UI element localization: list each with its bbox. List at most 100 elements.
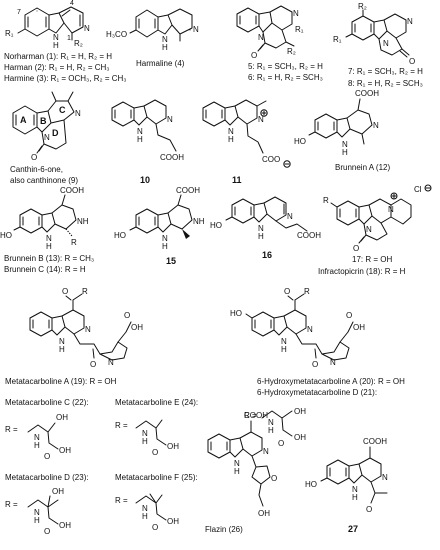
rgroup-metatacarboline-f: Metatacarboline F (25): R = N H O OH <box>115 473 198 532</box>
atom-r1: R₁ <box>295 25 304 34</box>
atom-o: O <box>353 244 359 253</box>
group-cooh: COOH <box>355 89 379 98</box>
atom-n-plus: N <box>388 205 394 214</box>
atom-ho: HO <box>294 137 306 146</box>
atom-nh: NH <box>193 217 205 226</box>
atom-n-b: N <box>366 225 372 234</box>
atom-ho: HO <box>230 309 242 318</box>
atom-h9: H <box>162 242 168 251</box>
atom-ho: HO <box>114 231 126 240</box>
atom-n-b: N <box>44 133 50 142</box>
caption-17: 17: R = OH <box>352 255 392 264</box>
atom-o-acid: O <box>124 311 130 320</box>
atom-n-pro: N <box>108 358 114 367</box>
caption-6: 6: R₁ = H, R₂ = SCH₃ <box>248 73 323 82</box>
atom-n-ring: N <box>373 121 379 130</box>
structure-7-8: R₂ R₁ N N O 7: R₁ = SCH₃, R₂ = H 8: R₁ =… <box>333 2 423 88</box>
atom-n: N <box>268 418 274 427</box>
caption-metatacarboline-d: Metatacarboline D (23): <box>5 473 89 482</box>
atom-ho: HO <box>305 480 317 489</box>
group-cooh: COOH <box>244 411 268 420</box>
atom-n2: N <box>193 25 199 34</box>
structure-brunnein-b-c: COOH NH HO N H R Brunnein B (13): R = CH… <box>0 186 94 274</box>
atom-n-ring: N <box>263 447 269 456</box>
rgroup-metatacarboline-e: Metatacarboline E (24): R = N H O OH <box>115 398 198 457</box>
atom-n-a: N <box>75 109 81 118</box>
structure-15: COOH NH HO N H 15 <box>114 186 205 266</box>
atom-cl: Cl <box>414 185 422 194</box>
atom-n9: N <box>162 234 168 243</box>
structure-metatacarboline-a: O R N N H O OH N O Metatacarboline A (19… <box>5 287 143 386</box>
minus-charge <box>424 184 432 192</box>
atom-oh: OH <box>258 509 270 518</box>
group-coo: COO <box>262 155 280 164</box>
atom-n: N <box>34 433 40 442</box>
caption-brunnein-c: Brunnein C (14): R = H <box>4 265 86 274</box>
atom-h9: H <box>342 148 348 157</box>
caption-canthinone-2: also canthinone (9) <box>10 176 78 185</box>
caption-8: 8: R₁ = H, R₂ = SCH₃ <box>348 79 423 88</box>
atom-o: O <box>366 505 372 514</box>
group-cooh: COOH <box>160 153 184 162</box>
caption-5: 5: R₁ = SCH₃, R₂ = H <box>248 62 323 71</box>
atom-n9: N <box>59 337 65 346</box>
caption-10: 10 <box>140 175 150 185</box>
caption-metatacarboline-f: Metatacarboline F (25): <box>115 473 198 482</box>
atom-oh: OH <box>294 433 306 442</box>
atom-n9: N <box>258 224 264 233</box>
atom-o: O <box>31 153 37 162</box>
caption-brunnein-b: Brunnein B (13): R = CH₃ <box>4 254 94 263</box>
structure-flazin: COOH N N H O OH Flazin (26) <box>205 411 277 534</box>
minus-charge <box>283 160 291 168</box>
atom-r2: R₂ <box>358 2 367 11</box>
atom-o: O <box>251 51 257 60</box>
label-r-equals: R = <box>115 421 128 430</box>
atom-n9: N <box>53 33 59 42</box>
label-r-equals: R = <box>5 500 18 509</box>
caption-harmaline: Harmaline (4) <box>136 59 185 68</box>
atom-n-a: N <box>407 17 413 26</box>
atom-r: R <box>82 287 88 296</box>
caption-harman: Harman (2): R₁ = H, R₂ = CH₃ <box>4 63 110 72</box>
atom-n9: N <box>342 140 348 149</box>
atom-n-pro: N <box>330 358 336 367</box>
atom-h9: H <box>59 345 65 354</box>
atom-o: O <box>152 523 158 532</box>
atom-n9: N <box>228 127 234 136</box>
plus-charge <box>260 109 268 117</box>
atom-h9: H <box>281 345 287 354</box>
atom-oh-side: OH <box>56 413 68 422</box>
atom-r: R <box>71 238 77 247</box>
plus-charge <box>390 192 398 200</box>
ring-b: B <box>40 116 47 126</box>
rgroup-6-hydroxymetatacarboline-d: R = N H OH O OH <box>244 407 306 448</box>
atom-o-furan: O <box>271 474 277 483</box>
caption-metatacarboline-e: Metatacarboline E (24): <box>115 398 198 407</box>
structure-canthinone: A B C D N N O Canthin-6-one, also canthi… <box>10 91 81 185</box>
structure-5-6: N N O R₁ R₂ 5: R₁ = SCH₃, R₂ = H 6: R₁ =… <box>236 5 323 82</box>
atom-o-amide: O <box>90 360 96 369</box>
atom-o-ketone: O <box>284 287 290 296</box>
structure-16: N HO N H COOH 16 <box>210 196 321 260</box>
structure-norharman: R₁ N H N R₂ 7 4 1 Norharman (1): R₁ = H,… <box>4 0 127 83</box>
group-cooh: COOH <box>60 186 84 195</box>
wedge-bond <box>182 229 190 239</box>
atom-ho: HO <box>210 221 222 230</box>
atom-h3co: H₃CO <box>106 30 127 39</box>
atom-o: O <box>409 57 415 66</box>
locant-1: 1 <box>67 35 71 42</box>
atom-n-ring: N <box>287 212 293 221</box>
atom-n9: N <box>234 459 240 468</box>
caption-brunnein-a: Brunnein A (12) <box>335 163 390 172</box>
atom-n-ring: N <box>258 115 264 124</box>
atom-o-ketone: O <box>62 287 68 296</box>
atom-n-ring: N <box>167 115 173 124</box>
locant-7: 7 <box>17 9 21 16</box>
caption-canthinone-1: Canthin-6-one, <box>10 165 63 174</box>
atom-o: O <box>152 448 158 457</box>
atom-r: R <box>323 196 329 205</box>
structure-harmaline: H₃CO N H N Harmaline (4) <box>106 8 199 68</box>
structure-brunnein-a: COOH N HO N H Brunnein A (12) <box>294 89 390 172</box>
label-r-equals: R = <box>115 496 128 505</box>
